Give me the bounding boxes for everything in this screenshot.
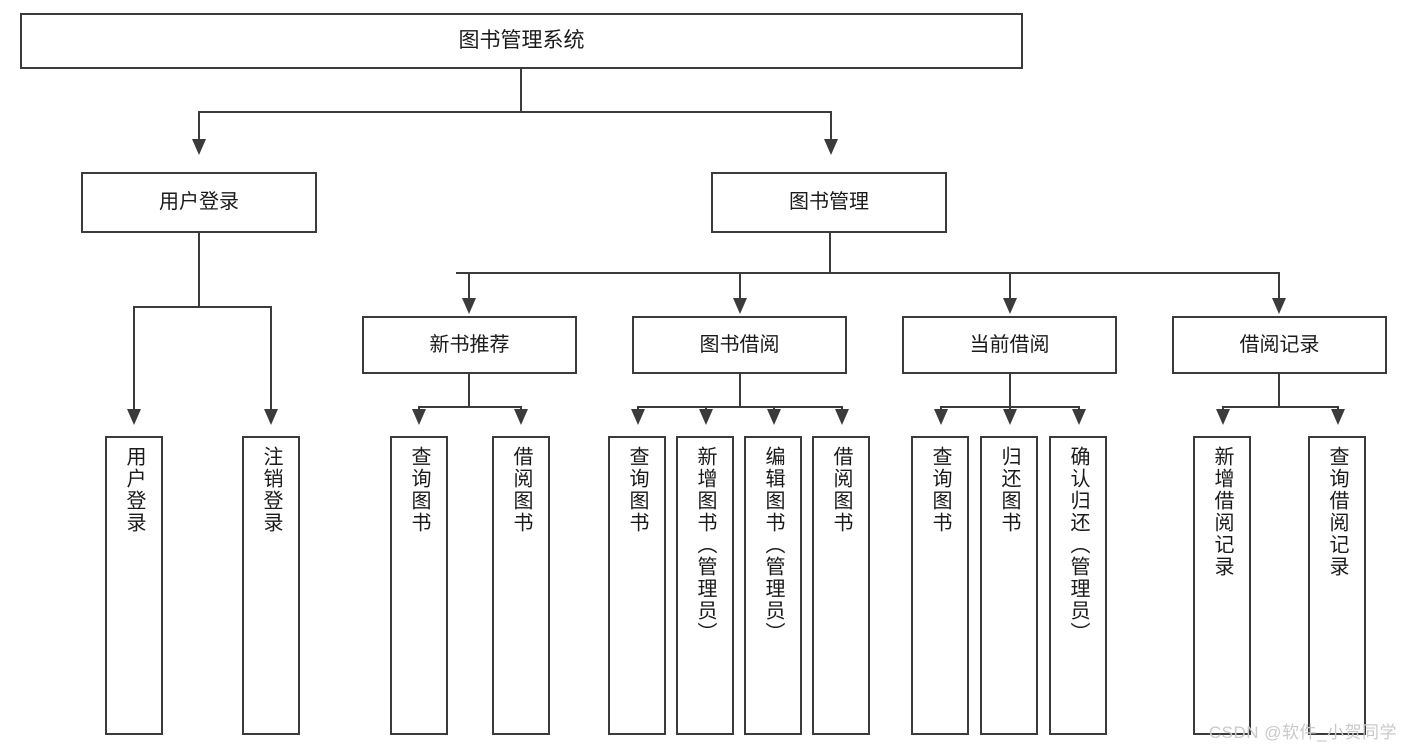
connector-book-borrow-stem	[739, 374, 741, 407]
connector-root-drop-right	[830, 111, 832, 141]
csdn-watermark: CSDN @软件_小贺同学	[1208, 723, 1397, 742]
arrowhead-current-borrow	[1003, 298, 1017, 314]
arrowhead-leaf-confirm-return	[1072, 409, 1086, 425]
connector-current-borrow-drop-3	[1078, 406, 1080, 410]
arrowhead-new-book-recommend	[462, 298, 476, 314]
node-leaf-query-book-3[interactable]: 查询图书	[911, 436, 969, 735]
arrowhead-user-login	[192, 139, 206, 155]
arrowhead-leaf-query-borrow-record	[1331, 409, 1345, 425]
node-book-manage[interactable]: 图书管理	[711, 172, 947, 233]
node-label: 查询图书	[408, 446, 430, 534]
connector-current-borrow-stem	[1009, 374, 1011, 407]
arrowhead-leaf-logout-login	[264, 409, 278, 425]
node-leaf-query-book-1[interactable]: 查询图书	[390, 436, 448, 735]
connector-borrow-record-stem	[1278, 374, 1280, 407]
connector-book-borrow-drop-2	[705, 406, 707, 410]
node-leaf-add-book[interactable]: 新增图书（管理员）	[676, 436, 734, 735]
connector-current-borrow-drop-2	[1009, 406, 1011, 410]
connector-book-borrow-drop-1	[637, 406, 639, 410]
node-label: 借阅图书	[510, 446, 532, 534]
connector-user-login-drop-1	[133, 306, 135, 410]
connector-book-manage-stem	[829, 233, 831, 273]
connector-root-stem	[520, 69, 522, 112]
node-label: 查询图书	[929, 446, 951, 534]
connector-book-manage-drop-2	[739, 272, 741, 300]
connector-book-borrow-drop-4	[841, 406, 843, 410]
connector-root-bus	[198, 111, 832, 113]
arrowhead-leaf-user-login	[127, 409, 141, 425]
arrowhead-book-borrow	[733, 298, 747, 314]
node-book-borrow[interactable]: 图书借阅	[632, 316, 847, 374]
arrowhead-leaf-borrow-book-1	[514, 409, 528, 425]
node-label: 归还图书	[998, 446, 1020, 534]
connector-borrow-record-drop-1	[1222, 406, 1224, 410]
connector-user-login-bus	[133, 306, 271, 308]
node-leaf-return-book[interactable]: 归还图书	[980, 436, 1038, 735]
node-label: 编辑图书（管理员）	[762, 446, 784, 644]
connector-new-book-bus	[418, 406, 522, 408]
arrowhead-leaf-borrow-book-2	[835, 409, 849, 425]
connector-borrow-record-bus	[1222, 406, 1339, 408]
node-new-book-recommend[interactable]: 新书推荐	[362, 316, 577, 374]
arrowhead-leaf-edit-book	[767, 409, 781, 425]
connector-root-drop-left	[198, 111, 200, 141]
arrowhead-leaf-query-book-1	[412, 409, 426, 425]
node-label: 查询借阅记录	[1326, 446, 1348, 578]
node-label: 确认归还（管理员）	[1067, 446, 1089, 644]
node-label: 图书借阅	[699, 333, 780, 356]
connector-book-borrow-drop-3	[773, 406, 775, 410]
node-leaf-borrow-book-1[interactable]: 借阅图书	[492, 436, 550, 735]
node-leaf-confirm-return[interactable]: 确认归还（管理员）	[1049, 436, 1107, 735]
connector-borrow-record-drop-2	[1337, 406, 1339, 410]
connector-user-login-stem	[198, 233, 200, 307]
connector-book-manage-drop-1	[468, 272, 470, 300]
node-leaf-add-borrow-record[interactable]: 新增借阅记录	[1193, 436, 1251, 735]
node-label: 图书管理系统	[458, 28, 585, 52]
node-label: 图书管理	[789, 191, 869, 213]
connector-new-book-stem	[468, 374, 470, 407]
node-leaf-user-login[interactable]: 用户登录	[105, 436, 163, 735]
node-label: 借阅图书	[830, 446, 852, 534]
connector-user-login-drop-2	[270, 306, 272, 410]
node-label: 用户登录	[159, 191, 239, 213]
connector-book-manage-drop-3	[1009, 272, 1011, 300]
node-leaf-logout-login[interactable]: 注销登录	[242, 436, 300, 735]
node-leaf-query-borrow-record[interactable]: 查询借阅记录	[1308, 436, 1366, 735]
connector-current-borrow-drop-1	[940, 406, 942, 410]
node-label: 新增图书（管理员）	[694, 446, 716, 644]
connector-new-book-drop-1	[418, 406, 420, 410]
connector-book-borrow-bus	[637, 406, 842, 408]
node-label: 新书推荐	[429, 333, 510, 356]
node-label: 注销登录	[260, 446, 282, 534]
arrowhead-leaf-query-book-2	[631, 409, 645, 425]
connector-book-manage-bus	[456, 272, 1280, 274]
connector-new-book-drop-2	[520, 406, 522, 410]
arrowhead-leaf-query-book-3	[934, 409, 948, 425]
arrowhead-leaf-add-borrow-record	[1216, 409, 1230, 425]
node-current-borrow[interactable]: 当前借阅	[902, 316, 1117, 374]
node-leaf-edit-book[interactable]: 编辑图书（管理员）	[744, 436, 802, 735]
arrowhead-book-manage	[824, 139, 838, 155]
node-leaf-borrow-book-2[interactable]: 借阅图书	[812, 436, 870, 735]
node-label: 借阅记录	[1239, 333, 1320, 356]
node-root-system[interactable]: 图书管理系统	[20, 13, 1023, 69]
node-borrow-record[interactable]: 借阅记录	[1172, 316, 1387, 374]
arrowhead-borrow-record	[1272, 298, 1286, 314]
node-leaf-query-book-2[interactable]: 查询图书	[608, 436, 666, 735]
node-label: 用户登录	[123, 446, 145, 534]
node-label: 新增借阅记录	[1211, 446, 1233, 578]
arrowhead-leaf-return-book	[1003, 409, 1017, 425]
node-label: 当前借阅	[969, 333, 1050, 356]
connector-book-manage-drop-4	[1278, 272, 1280, 300]
arrowhead-leaf-add-book	[699, 409, 713, 425]
node-user-login[interactable]: 用户登录	[81, 172, 317, 233]
node-label: 查询图书	[626, 446, 648, 534]
